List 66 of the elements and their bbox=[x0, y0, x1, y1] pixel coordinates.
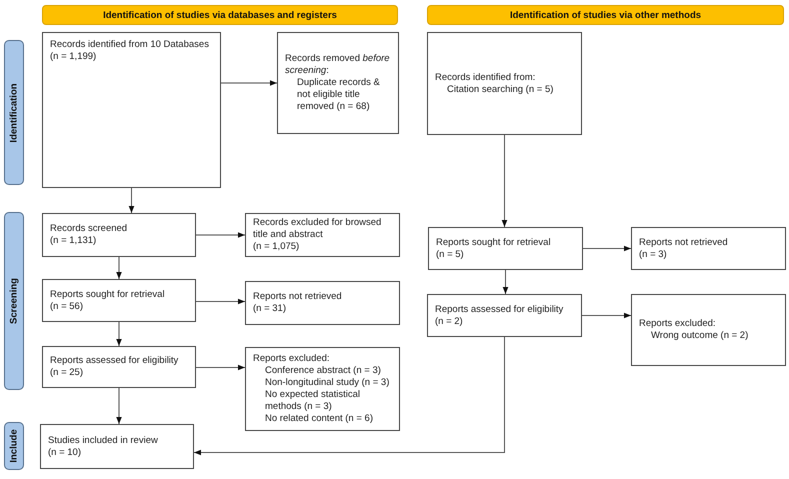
box-text: Records excluded for browsed title and abstract bbox=[253, 217, 382, 241]
process-box bbox=[245, 281, 400, 325]
box-text: Records screened bbox=[50, 223, 128, 235]
arrow bbox=[196, 232, 246, 238]
phase-label: Include bbox=[8, 429, 20, 463]
box-text: Studies included in review bbox=[48, 434, 159, 446]
section-header: Identification of studies via databases and registers bbox=[42, 5, 398, 25]
arrow bbox=[502, 134, 508, 228]
phase-band bbox=[4, 212, 24, 390]
box-text: Reports not retrieved bbox=[253, 291, 343, 303]
box-text: Wrong outcome (n = 2) bbox=[650, 330, 750, 342]
process-box bbox=[40, 424, 194, 469]
box-text: Reports sought for retrieval bbox=[50, 288, 166, 300]
box-text: Records removed before screening: bbox=[285, 53, 391, 78]
arrow bbox=[116, 388, 122, 424]
box-text: Reports excluded: bbox=[253, 353, 331, 366]
phase-label: Identification bbox=[8, 82, 20, 142]
box-text: (n = 1,199) bbox=[50, 50, 98, 63]
box-text: Reports sought for retrieval bbox=[436, 236, 552, 248]
box-text: Duplicate records & not eligible title removed (n = 68) bbox=[296, 77, 381, 113]
process-box bbox=[277, 32, 399, 134]
box-text: (n = 1,131) bbox=[50, 235, 98, 247]
box-text: (n = 1,075) bbox=[253, 240, 300, 253]
arrow bbox=[116, 256, 122, 280]
box-text: Citation searching (n = 5) bbox=[446, 84, 554, 96]
box-text: Reports assessed for eligibility bbox=[435, 304, 564, 316]
box-text: (n = 25) bbox=[50, 367, 84, 379]
process-box bbox=[42, 32, 221, 188]
arrow bbox=[196, 298, 246, 304]
phase-band bbox=[4, 40, 24, 185]
box-text: (n = 5) bbox=[436, 248, 465, 260]
phase-label: Screening bbox=[8, 278, 20, 324]
box-text: Reports assessed for eligibility bbox=[50, 355, 180, 367]
box-text: No related content (n = 6) bbox=[264, 412, 374, 425]
phase-band bbox=[4, 422, 24, 470]
process-box bbox=[428, 227, 583, 270]
process-box bbox=[631, 227, 786, 270]
arrow bbox=[220, 80, 278, 86]
arrow bbox=[582, 312, 632, 318]
arrow bbox=[502, 270, 508, 294]
process-box bbox=[42, 213, 196, 257]
box-text: No expected statistical methods (n = 3) bbox=[264, 389, 362, 413]
process-box bbox=[427, 294, 582, 337]
box-text: Non-longitudinal study (n = 3) bbox=[264, 377, 390, 389]
box-text: Records identified from: bbox=[435, 72, 536, 84]
box-text: Reports excluded: bbox=[639, 318, 717, 330]
process-box bbox=[42, 346, 196, 388]
arrow bbox=[582, 246, 632, 252]
process-box bbox=[245, 347, 400, 431]
process-box bbox=[245, 213, 400, 257]
box-text: (n = 31) bbox=[253, 303, 288, 315]
process-box bbox=[427, 32, 582, 135]
process-box bbox=[631, 294, 786, 366]
arrow bbox=[194, 336, 505, 456]
arrow bbox=[196, 364, 246, 370]
arrow bbox=[128, 188, 134, 214]
process-box bbox=[42, 279, 196, 322]
box-text: Conference abstract (n = 3) bbox=[264, 365, 382, 378]
box-text: (n = 10) bbox=[48, 446, 82, 458]
box-text: (n = 56) bbox=[50, 300, 84, 312]
arrow bbox=[116, 322, 122, 346]
box-text: Reports not retrieved bbox=[639, 236, 729, 248]
box-text: (n = 2) bbox=[435, 316, 464, 328]
box-text: (n = 3) bbox=[639, 248, 668, 260]
box-text: Records identified from 10 Databases bbox=[50, 39, 210, 51]
section-header: Identification of studies via other methods bbox=[427, 5, 784, 25]
